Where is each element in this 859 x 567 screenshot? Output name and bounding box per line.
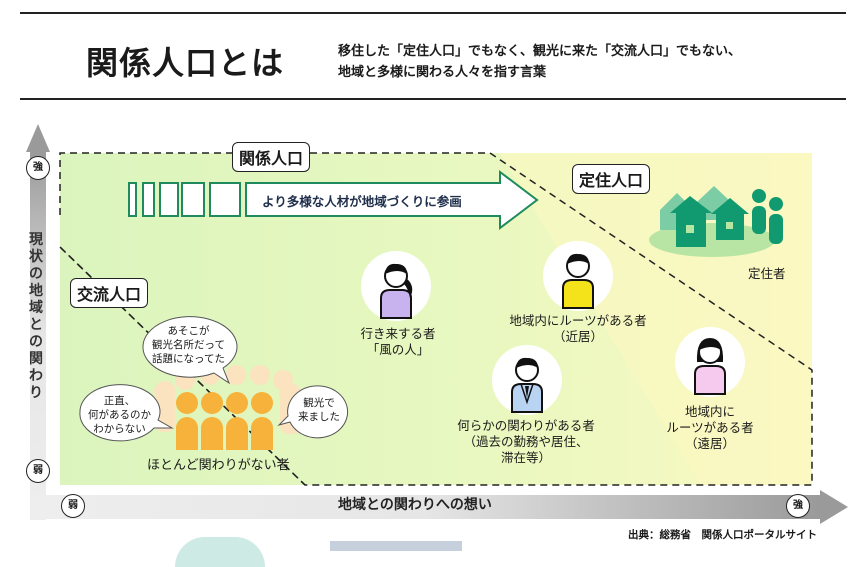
person-icon-wind [361, 251, 431, 321]
top-rule [20, 12, 846, 14]
person-icon-far [675, 327, 745, 397]
vertical-axis-arrow [26, 124, 50, 520]
source-credit: 出典：総務省 関係人口ポータルサイト [628, 529, 817, 541]
vertical-axis-low-label: 弱 [26, 459, 50, 483]
settled-houses-illustration [649, 186, 783, 257]
person-icon-near [543, 241, 613, 311]
speech-bubble-3 [277, 385, 349, 439]
page-title: 関係人口とは [86, 44, 285, 82]
progression-boxes [128, 182, 241, 217]
settled-population-tag: 定住人口 [572, 164, 651, 194]
person-label-past: 何らかの関わりがある者 （過去の勤務や居住、 滞在等） [457, 418, 595, 465]
subtitle-line-1: 移住した「定住人口」でもなく、観光に来た「交流人口」でもない、 [338, 44, 742, 59]
vertical-axis-label: 現状の地域との関わり [29, 232, 43, 401]
vertical-axis-high-label: 強 [26, 156, 50, 180]
participation-arrow [245, 169, 539, 231]
person-label-near: 地域内にルーツがある者 （近居） [509, 313, 647, 344]
speech-bubble-1 [142, 316, 238, 385]
speech-bubble-1-text: あそこが 観光名所だって 話題になってた [152, 325, 225, 365]
related-population-tag: 関係人口 [232, 142, 311, 172]
horizontal-axis-high-label: 強 [786, 494, 810, 518]
horizontal-axis-arrow [30, 490, 848, 524]
subtitle-line-2: 地域と多様に関わる人々を指す言葉 [338, 65, 547, 80]
horizontal-axis-low-label: 弱 [61, 494, 85, 518]
speech-bubble-3-text: 観光で 来ました [298, 397, 340, 423]
exchange-group-label: ほとんど関わりがない者 [147, 458, 290, 473]
settled-resident-label: 定住者 [748, 266, 786, 281]
person-icon-past [492, 345, 562, 415]
speech-bubble-2-text: 正直、 何があるのか わからない [88, 395, 151, 435]
person-label-wind: 行き来する者 「風の人」 [360, 326, 436, 357]
person-label-far: 地域内に ルーツがある者 （遠居） [666, 404, 754, 451]
header-bottom-rule [20, 98, 846, 100]
participation-arrow-text: より多様な人材が地域づくりに参画 [262, 194, 462, 209]
horizontal-axis-label: 地域との関わりへの想い [338, 497, 492, 513]
speech-bubble-2 [79, 384, 174, 442]
exchange-population-tag: 交流人口 [70, 278, 149, 308]
bottom-image-partial-1 [175, 537, 265, 567]
diagram-canvas [26, 124, 848, 524]
bottom-image-partial-2 [330, 541, 462, 551]
